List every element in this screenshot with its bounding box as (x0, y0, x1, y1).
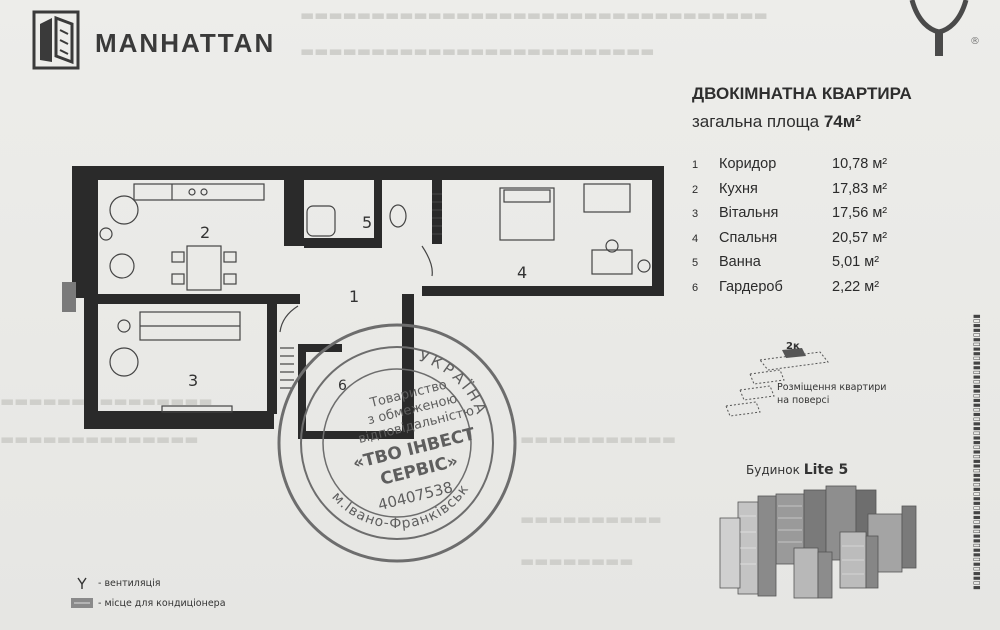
legend-aircon-text: - місце для кондиціонера (98, 598, 226, 609)
brand-name: MANHATTAN (95, 28, 276, 58)
building-label-prefix: Будинок (746, 463, 800, 477)
room-number: 3 (692, 208, 699, 220)
apartment-title: ДВОКІМНАТНА КВАРТИРА (692, 84, 912, 103)
room-name: Коридор (719, 156, 777, 172)
floor-plan-walls (72, 166, 664, 439)
floor-location-diagram: 2к (725, 341, 829, 417)
room-number: 2 (692, 183, 699, 196)
air-conditioner-place-icon (62, 282, 76, 312)
room-area: 5,01 м² (832, 254, 880, 270)
building-render-icon (719, 485, 917, 599)
total-area-label: загальна площа (692, 112, 820, 131)
plan-label-wardrobe: 6 (338, 378, 347, 394)
room-row: 2 Кухня 17,83 м² (692, 181, 922, 206)
room-area: 2,22 м² (832, 278, 880, 295)
room-row: 6 Гардероб 2,22 м² (692, 279, 922, 304)
room-area: 20,57 м² (832, 229, 888, 246)
room-area: 17,56 м² (832, 205, 888, 221)
room-number: 6 (692, 281, 699, 294)
total-area: загальна площа 74м² (692, 112, 861, 132)
plan-label-kitchen: 2 (200, 223, 210, 242)
building-name: Lite 5 (803, 462, 849, 478)
company-stamp-icon: УКРАЇНА м.Івано-Франківськ Товариство з … (277, 323, 517, 563)
furniture (99, 183, 651, 413)
developer-mark-icon (909, 0, 969, 56)
room-name: Спальня (719, 229, 778, 246)
floor-plan: 2 5 4 1 3 6 (62, 166, 664, 439)
room-row: 5 Ванна 5,01 м² (692, 254, 922, 279)
plan-label-bath: 5 (362, 213, 372, 232)
side-fine-print: ▮▯▮▮▯▮▯▮▮▯▮▮▯▮▯▮▮▯▮▮▯▮▯▮▮▯▮▮▯▮▯▮▮▯▮▮▯▮▯▮… (972, 314, 982, 590)
room-number: 4 (692, 232, 699, 245)
room-name: Вітальня (719, 205, 779, 221)
floor-location-caption-line2: на поверсі (777, 395, 830, 406)
room-number: 5 (692, 257, 699, 269)
room-row: 4 Спальня 20,57 м² (692, 230, 922, 255)
plan-label-corridor: 1 (349, 287, 359, 306)
registered-mark: ® (970, 36, 980, 47)
air-conditioner-place-icon (71, 598, 93, 608)
plan-label-bedroom: 4 (517, 263, 527, 282)
rooms-list: 1 Коридор 10,78 м² 2 Кухня 17,83 м² 3 Ві… (692, 156, 922, 303)
legend-ventilation-text: - вентиляція (98, 578, 161, 589)
building-label: Будинок Lite 5 (746, 462, 848, 478)
room-name: Ванна (719, 254, 761, 270)
room-area: 10,78 м² (832, 156, 888, 172)
floor-location-caption-line1: Розміщення квартири (777, 382, 887, 393)
plan-label-living: 3 (188, 371, 198, 390)
ventilation-icon (77, 577, 87, 589)
total-area-value: 74м² (823, 112, 861, 131)
floor-number-label: 2к (786, 341, 800, 352)
room-number: 1 (692, 159, 699, 171)
room-name: Кухня (719, 180, 758, 197)
floor-location-caption: Розміщення квартири на поверсі (777, 381, 917, 407)
room-row: 1 Коридор 10,78 м² (692, 156, 922, 181)
manhattan-logo-icon (32, 10, 80, 70)
room-name: Гардероб (719, 278, 783, 295)
room-row: 3 Вітальня 17,56 м² (692, 205, 922, 230)
room-area: 17,83 м² (832, 180, 888, 197)
